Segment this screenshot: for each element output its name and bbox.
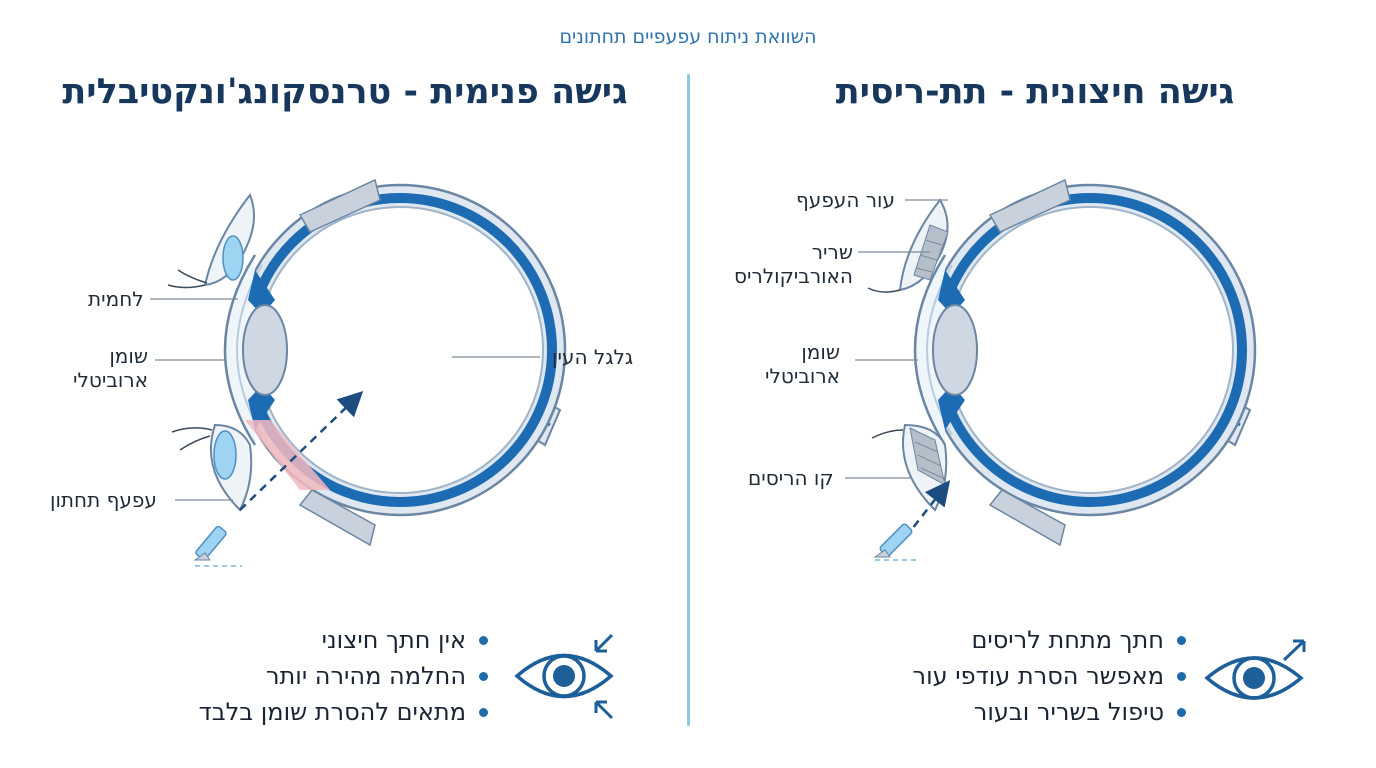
eye-inward-arrows-icon xyxy=(514,633,614,720)
right-bullet-list: חתך מתחת לריסים מאפשר הסרת עודפי עור טיפ… xyxy=(880,622,1186,730)
label-orbital-fat-left-line1: שומן xyxy=(109,344,148,368)
label-orbicularis-line2: האורביקולריס xyxy=(734,264,853,288)
right-scalpel-icon xyxy=(873,523,918,561)
label-orbital-fat-left-line2: ארוביטלי xyxy=(73,368,148,392)
eye-outward-arrow-icon xyxy=(1204,639,1306,700)
label-orbital-fat-right: שומן ארוביטלי xyxy=(754,340,840,388)
list-item: החלמה מהירה יותר xyxy=(172,658,488,694)
left-bullet-list: אין חתך חיצוני החלמה מהירה יותר מתאים לה… xyxy=(172,622,488,730)
list-item: מתאים להסרת שומן בלבד xyxy=(172,694,488,730)
label-lash-line: קו הריסים xyxy=(748,466,834,490)
label-orbital-fat-right-line2: ארוביטלי xyxy=(765,364,840,388)
right-eye-diagram xyxy=(845,178,1257,561)
left-panel-title: גישה פנימית - טרנסקונג'ונקטיבלית xyxy=(62,72,628,112)
right-panel-title: גישה חיצונית - תת-ריסית xyxy=(835,72,1235,112)
list-item: אין חתך חיצוני xyxy=(172,622,488,658)
list-item: חתך מתחת לריסים xyxy=(880,622,1186,658)
label-orbicularis-line1: שריר xyxy=(811,240,853,264)
page-title: השוואת ניתוח עפעפיים תחתונים xyxy=(559,26,817,48)
label-orbital-fat-left: שומן ארוביטלי xyxy=(70,344,148,392)
label-lower-eyelid: עפעף תחתון xyxy=(50,488,157,512)
label-eyeball: גלגל העין xyxy=(552,345,634,369)
list-item: מאפשר הסרת עודפי עור xyxy=(880,658,1186,694)
list-item: טיפול בשריר ובעור xyxy=(880,694,1186,730)
label-orbital-fat-right-line1: שומן xyxy=(801,340,840,364)
label-conjunctiva: לחמית xyxy=(88,287,144,311)
left-eye-diagram xyxy=(150,178,567,567)
panel-divider xyxy=(687,74,690,726)
label-eyelid-skin: עור העפעף xyxy=(796,188,896,212)
left-scalpel-icon xyxy=(193,525,242,567)
label-orbicularis: שריר האורביקולריס xyxy=(725,240,853,288)
